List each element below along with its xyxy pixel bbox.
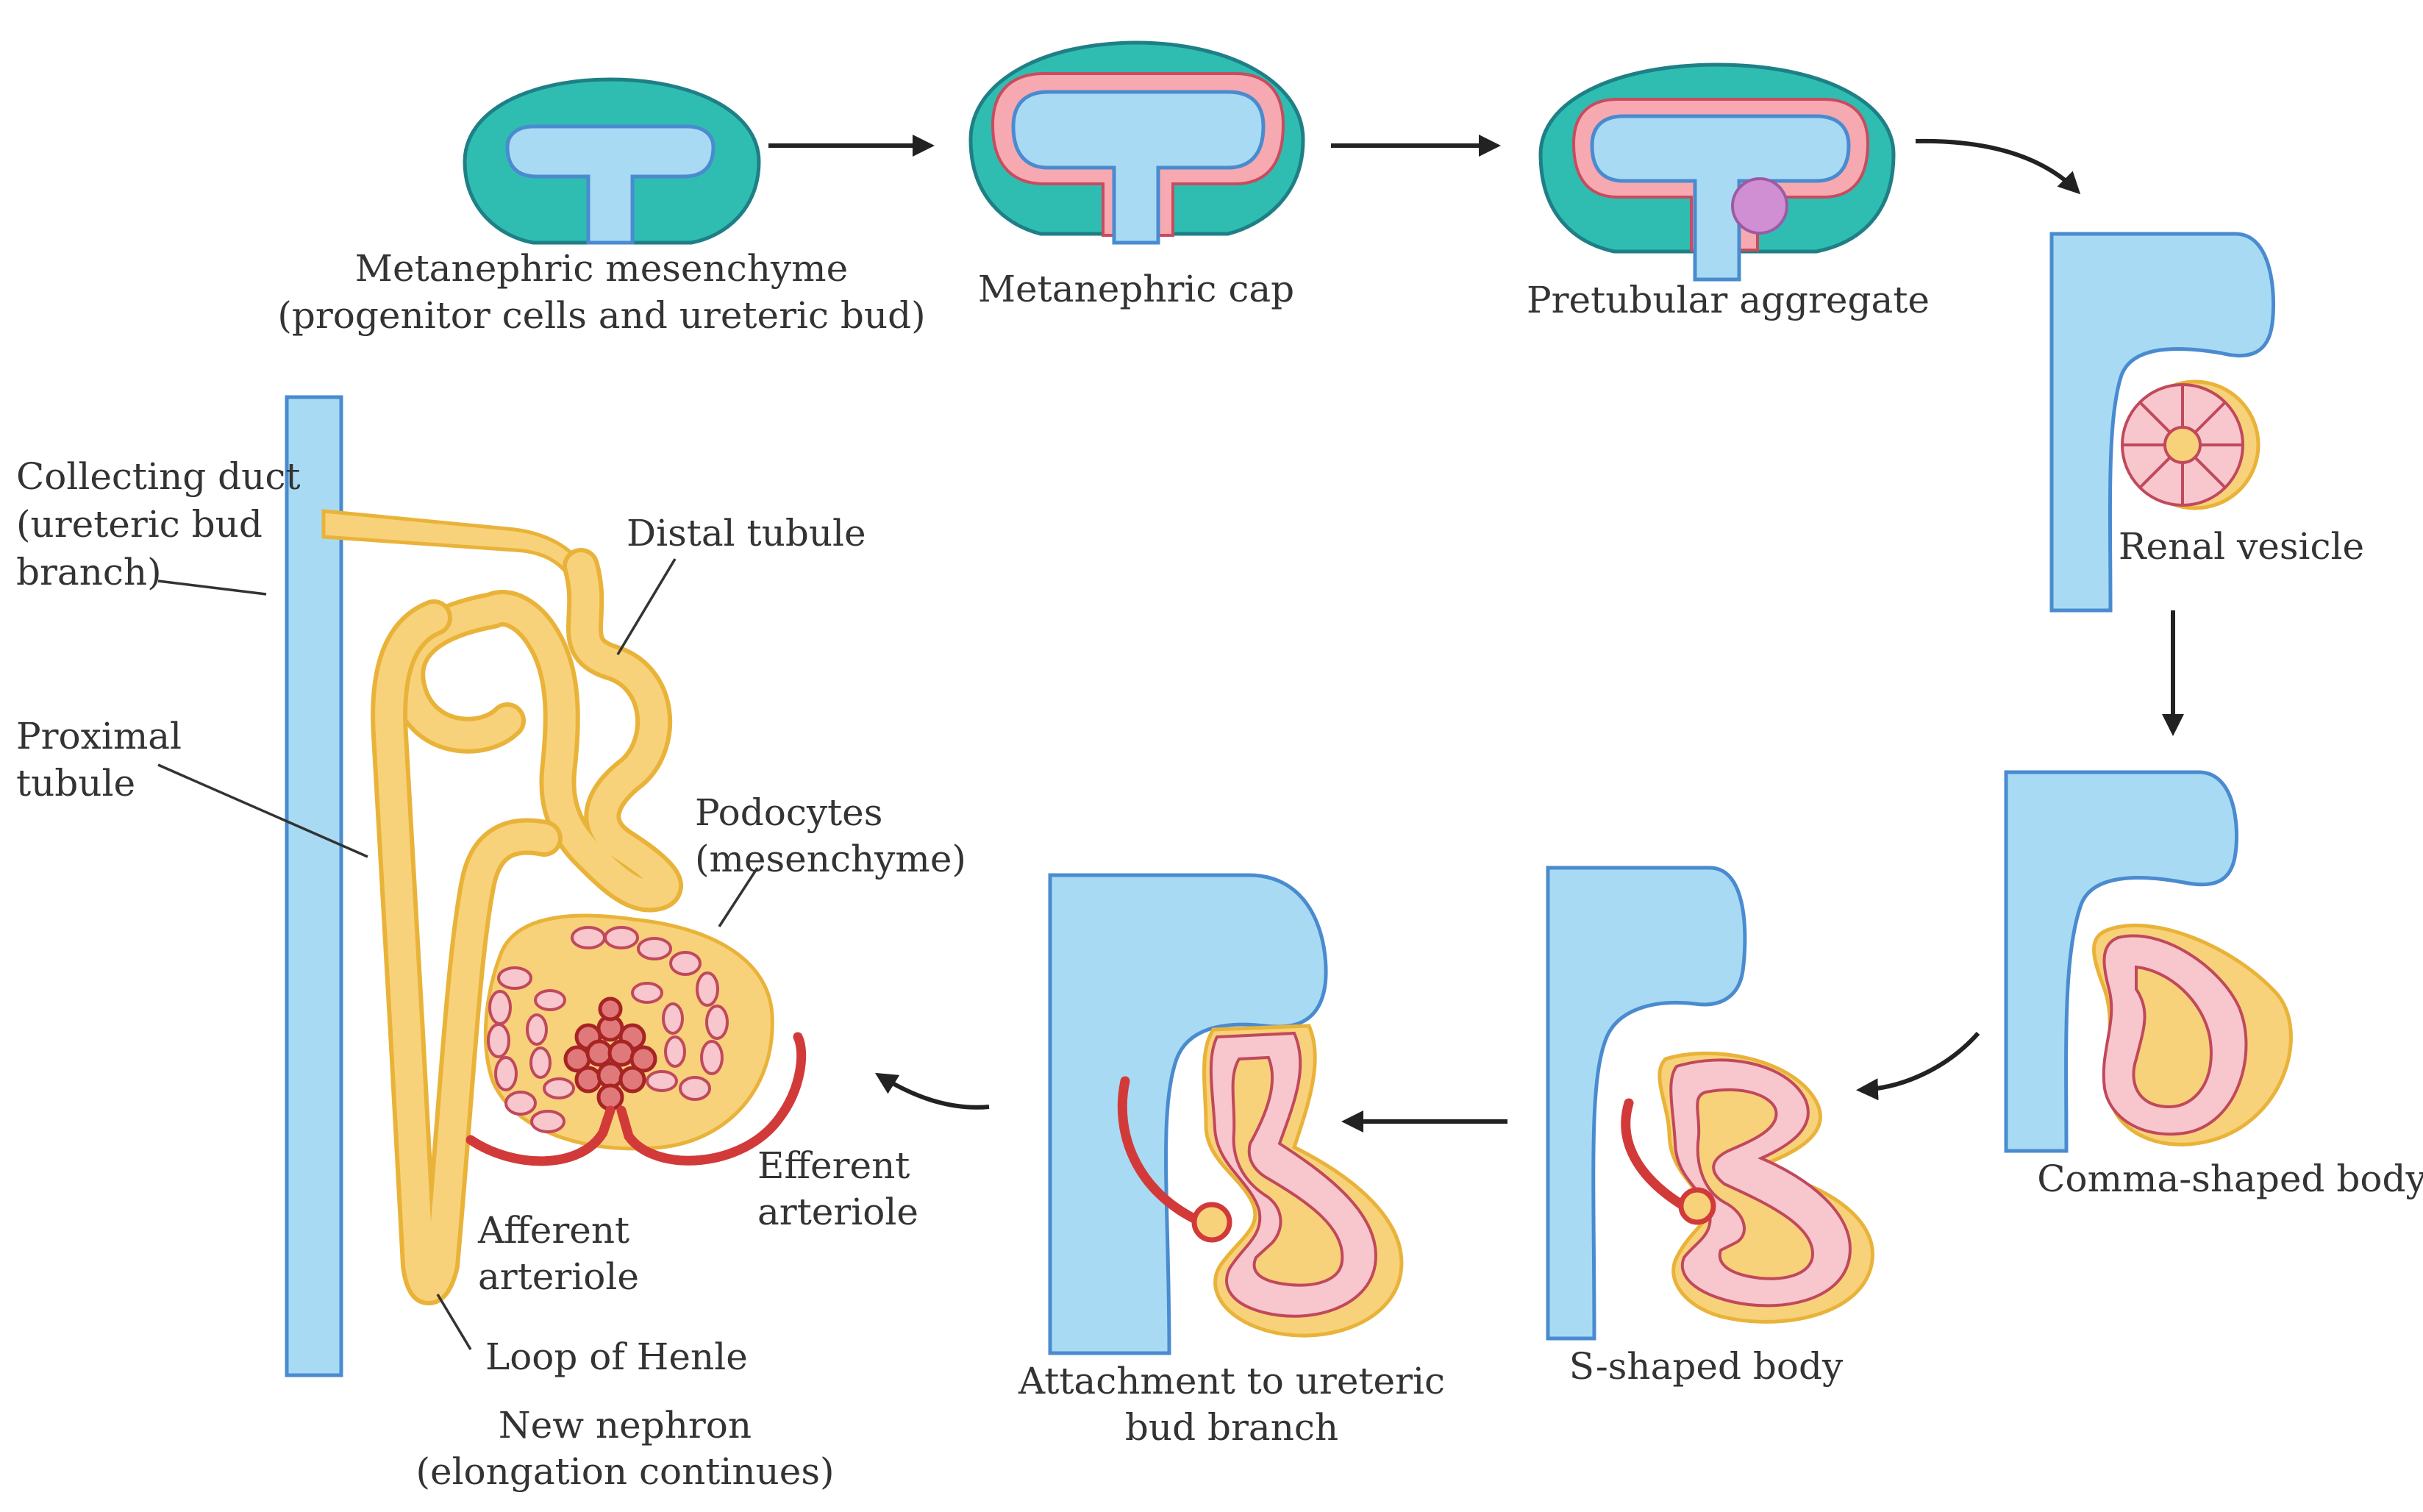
efferent-vessel xyxy=(616,1032,807,1166)
label-afferent-2: arteriole xyxy=(478,1255,639,1298)
stage-aggregate: Pretubular aggregate xyxy=(1527,63,1930,321)
arrow-5 xyxy=(1856,1032,1980,1101)
stage-label-comma: Comma-shaped body xyxy=(2037,1158,2423,1200)
label-afferent-1: Afferent xyxy=(477,1209,629,1252)
stage-comma: Comma-shaped body xyxy=(2004,770,2423,1200)
label-proximal-2: tubule xyxy=(16,762,135,805)
stage-vesicle: Renal vesicle xyxy=(2049,232,2364,613)
stage-label-vesicle: Renal vesicle xyxy=(2119,525,2364,568)
aggregate-cluster xyxy=(1731,177,1788,235)
stage-label-mesenchyme-1: Metanephric mesenchyme xyxy=(355,247,848,290)
afferent-vessel xyxy=(465,1105,615,1166)
stage-label-attachment-2: bud branch xyxy=(1125,1406,1338,1449)
podocyte-layer xyxy=(487,926,729,1133)
stage-nephron: Collecting duct (ureteric bud branch) Di… xyxy=(16,395,966,1493)
stage-label-s-shaped: S-shaped body xyxy=(1569,1345,1844,1388)
label-loop-of-henle: Loop of Henle xyxy=(485,1336,748,1378)
stage-mesenchyme: Metanephric mesenchyme (progenitor cells… xyxy=(277,77,926,337)
arrow-3 xyxy=(1915,138,2081,195)
stage-s-shaped: S-shaped body xyxy=(1546,866,1874,1388)
stage-cap: Metanephric cap xyxy=(968,40,1305,310)
arrow-7 xyxy=(874,1072,990,1110)
stage-attachment: Attachment to ureteric bud branch xyxy=(1018,873,1445,1449)
stage-label-nephron-2: (elongation continues) xyxy=(415,1450,834,1493)
label-collecting-duct-3: branch) xyxy=(16,551,162,593)
label-podocytes-2: (mesenchyme) xyxy=(695,838,966,880)
stage-label-cap: Metanephric cap xyxy=(978,268,1294,310)
label-collecting-duct-1: Collecting duct xyxy=(16,455,300,498)
stage-label-mesenchyme-2: (progenitor cells and ureteric bud) xyxy=(277,294,925,337)
label-distal-tubule: Distal tubule xyxy=(627,512,866,554)
stage-label-aggregate: Pretubular aggregate xyxy=(1527,279,1930,321)
stage-label-nephron-1: New nephron xyxy=(499,1404,752,1447)
collecting-duct xyxy=(285,395,343,1377)
label-efferent-1: Efferent xyxy=(757,1144,910,1187)
stage-label-attachment-1: Attachment to ureteric xyxy=(1018,1360,1445,1402)
label-proximal-1: Proximal xyxy=(16,715,182,757)
glomerulus xyxy=(563,996,657,1111)
label-efferent-2: arteriole xyxy=(757,1191,918,1233)
label-collecting-duct-2: (ureteric bud xyxy=(16,503,263,546)
label-podocytes-1: Podocytes xyxy=(695,791,882,834)
